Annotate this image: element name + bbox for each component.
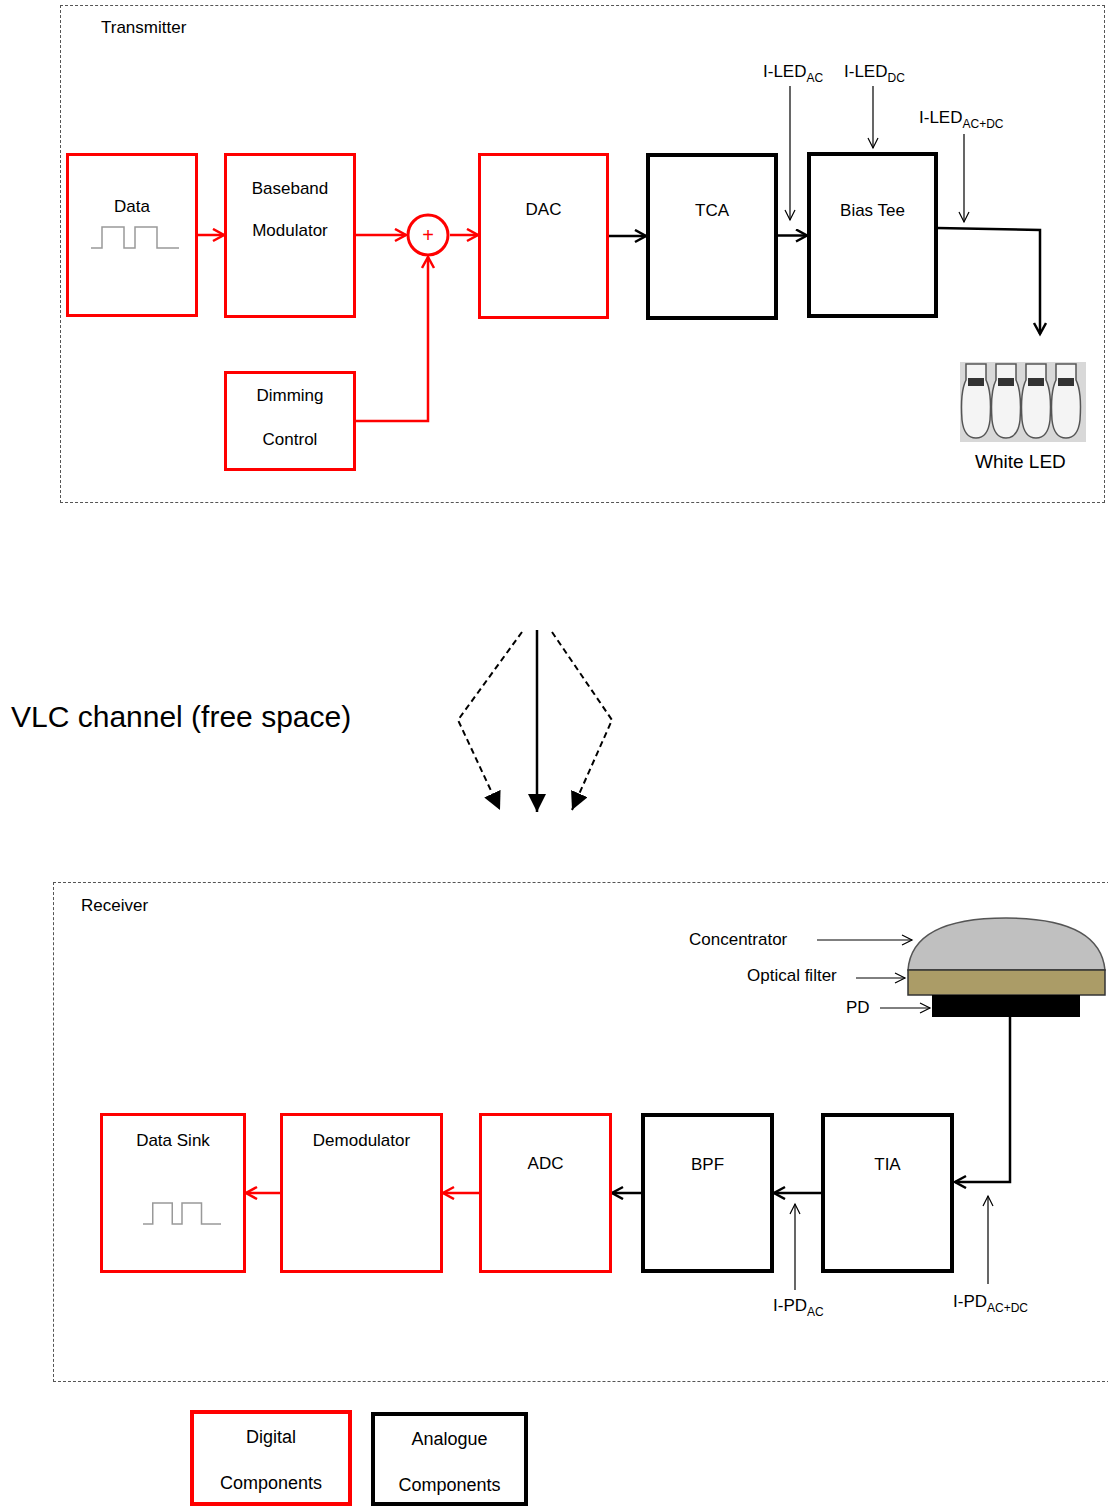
label-holder: I-LEDDC: [843, 62, 906, 82]
label-holder: VLC channel (free space): [10, 700, 352, 734]
transmitter-panel: TransmitterData Baseband Modulator + DAC TCA…: [60, 5, 1105, 503]
connector-arrow: [609, 235, 646, 238]
part-label: PD: [846, 998, 870, 1017]
label-holder: Concentrator: [688, 930, 788, 950]
adder-circle: +: [406, 213, 450, 257]
pd-wire: [955, 1017, 1010, 1182]
dac-box: DAC: [478, 153, 609, 319]
part-label: Concentrator: [689, 930, 787, 949]
legend-label: Analogue Components: [381, 1416, 518, 1508]
data-sink-box: Data Sink: [100, 1113, 246, 1273]
box-label: BPF: [653, 1154, 762, 1176]
subscript-label: AC: [807, 1305, 824, 1319]
box-label: DAC: [489, 199, 598, 221]
adder-circle-shape: [408, 215, 448, 255]
box-label: ADC: [490, 1153, 601, 1175]
connector-arrow: [774, 1192, 821, 1195]
box-label: Data: [77, 196, 187, 218]
box-label: +: [422, 225, 434, 245]
label-holder: White LED: [974, 451, 1067, 473]
box-label: Dimming Control: [235, 374, 345, 462]
part-label: Optical filter: [747, 966, 837, 985]
box-label: TIA: [833, 1154, 942, 1176]
connector-arrow: [198, 234, 224, 237]
current-label: I-PD: [773, 1296, 807, 1315]
label-holder: PD: [845, 998, 871, 1018]
connector-arrow: [246, 1192, 280, 1195]
waveform-icon: [143, 1200, 221, 1226]
current-arrow: [794, 1204, 795, 1290]
waveform-line: [143, 1203, 221, 1224]
box-label: Data Sink: [111, 1130, 235, 1152]
box-label: Bias Tee: [819, 200, 926, 222]
connector-arrow: [356, 234, 406, 237]
label-holder: I-LEDAC+DC: [918, 108, 1004, 128]
photodetector-picture: [908, 918, 1105, 1017]
tia-box: TIA: [821, 1113, 954, 1273]
current-label: I-PD: [953, 1292, 987, 1311]
subscript-label: DC: [887, 71, 904, 85]
subscript-label: AC+DC: [962, 117, 1003, 131]
panel-heading: Receiver: [81, 896, 148, 916]
connector-arrow: [356, 257, 428, 421]
label-holder: Optical filter: [746, 966, 838, 986]
connector-arrow: [443, 1192, 479, 1195]
modulator-box: Baseband Modulator: [224, 153, 356, 318]
dimming-box: Dimming Control: [224, 371, 356, 471]
waveform-line: [91, 227, 179, 248]
current-arrow: [872, 86, 873, 148]
demodulator-box: Demodulator: [280, 1113, 443, 1273]
tca-box: TCA: [646, 153, 778, 320]
box-label: Demodulator: [291, 1130, 432, 1152]
receiver-panel: ReceiverData Sink DemodulatorADC BPF TIA: [53, 882, 1108, 1382]
legend-swatch: Digital Components: [190, 1410, 352, 1506]
legend-swatch: Analogue Components: [371, 1412, 528, 1506]
current-arrow: [789, 86, 790, 220]
data-box: Data: [66, 153, 198, 317]
subscript-label: AC: [806, 71, 823, 85]
current-arrow: [987, 1196, 988, 1284]
panel-heading: Transmitter: [101, 18, 186, 38]
legend-label: Digital Components: [200, 1414, 342, 1506]
current-label: I-LED: [919, 108, 962, 127]
led-label: White LED: [975, 451, 1066, 472]
white-led-picture: [960, 362, 1086, 442]
label-holder: I-PDAC+DC: [952, 1292, 1029, 1312]
connector-arrow: [450, 234, 478, 237]
current-label: I-LED: [844, 62, 887, 81]
waveform-icon: [91, 224, 179, 250]
bias-tee-box: Bias Tee: [807, 152, 938, 318]
connector-arrow: [612, 1192, 641, 1195]
current-arrow: [963, 134, 964, 222]
adc-box: ADC: [479, 1113, 612, 1273]
box-label: Baseband Modulator: [235, 168, 345, 252]
bpf-box: BPF: [641, 1113, 774, 1273]
subscript-label: AC+DC: [987, 1301, 1028, 1315]
label-holder: I-LEDAC: [762, 62, 824, 82]
led-wire: [937, 228, 1040, 334]
label-holder: I-PDAC: [772, 1296, 825, 1316]
channel-label: VLC channel (free space): [11, 700, 351, 733]
box-label: TCA: [658, 200, 766, 222]
vlc-channel-arrows: [458, 630, 612, 812]
current-label: I-LED: [763, 62, 806, 81]
connector-arrow: [778, 234, 807, 237]
